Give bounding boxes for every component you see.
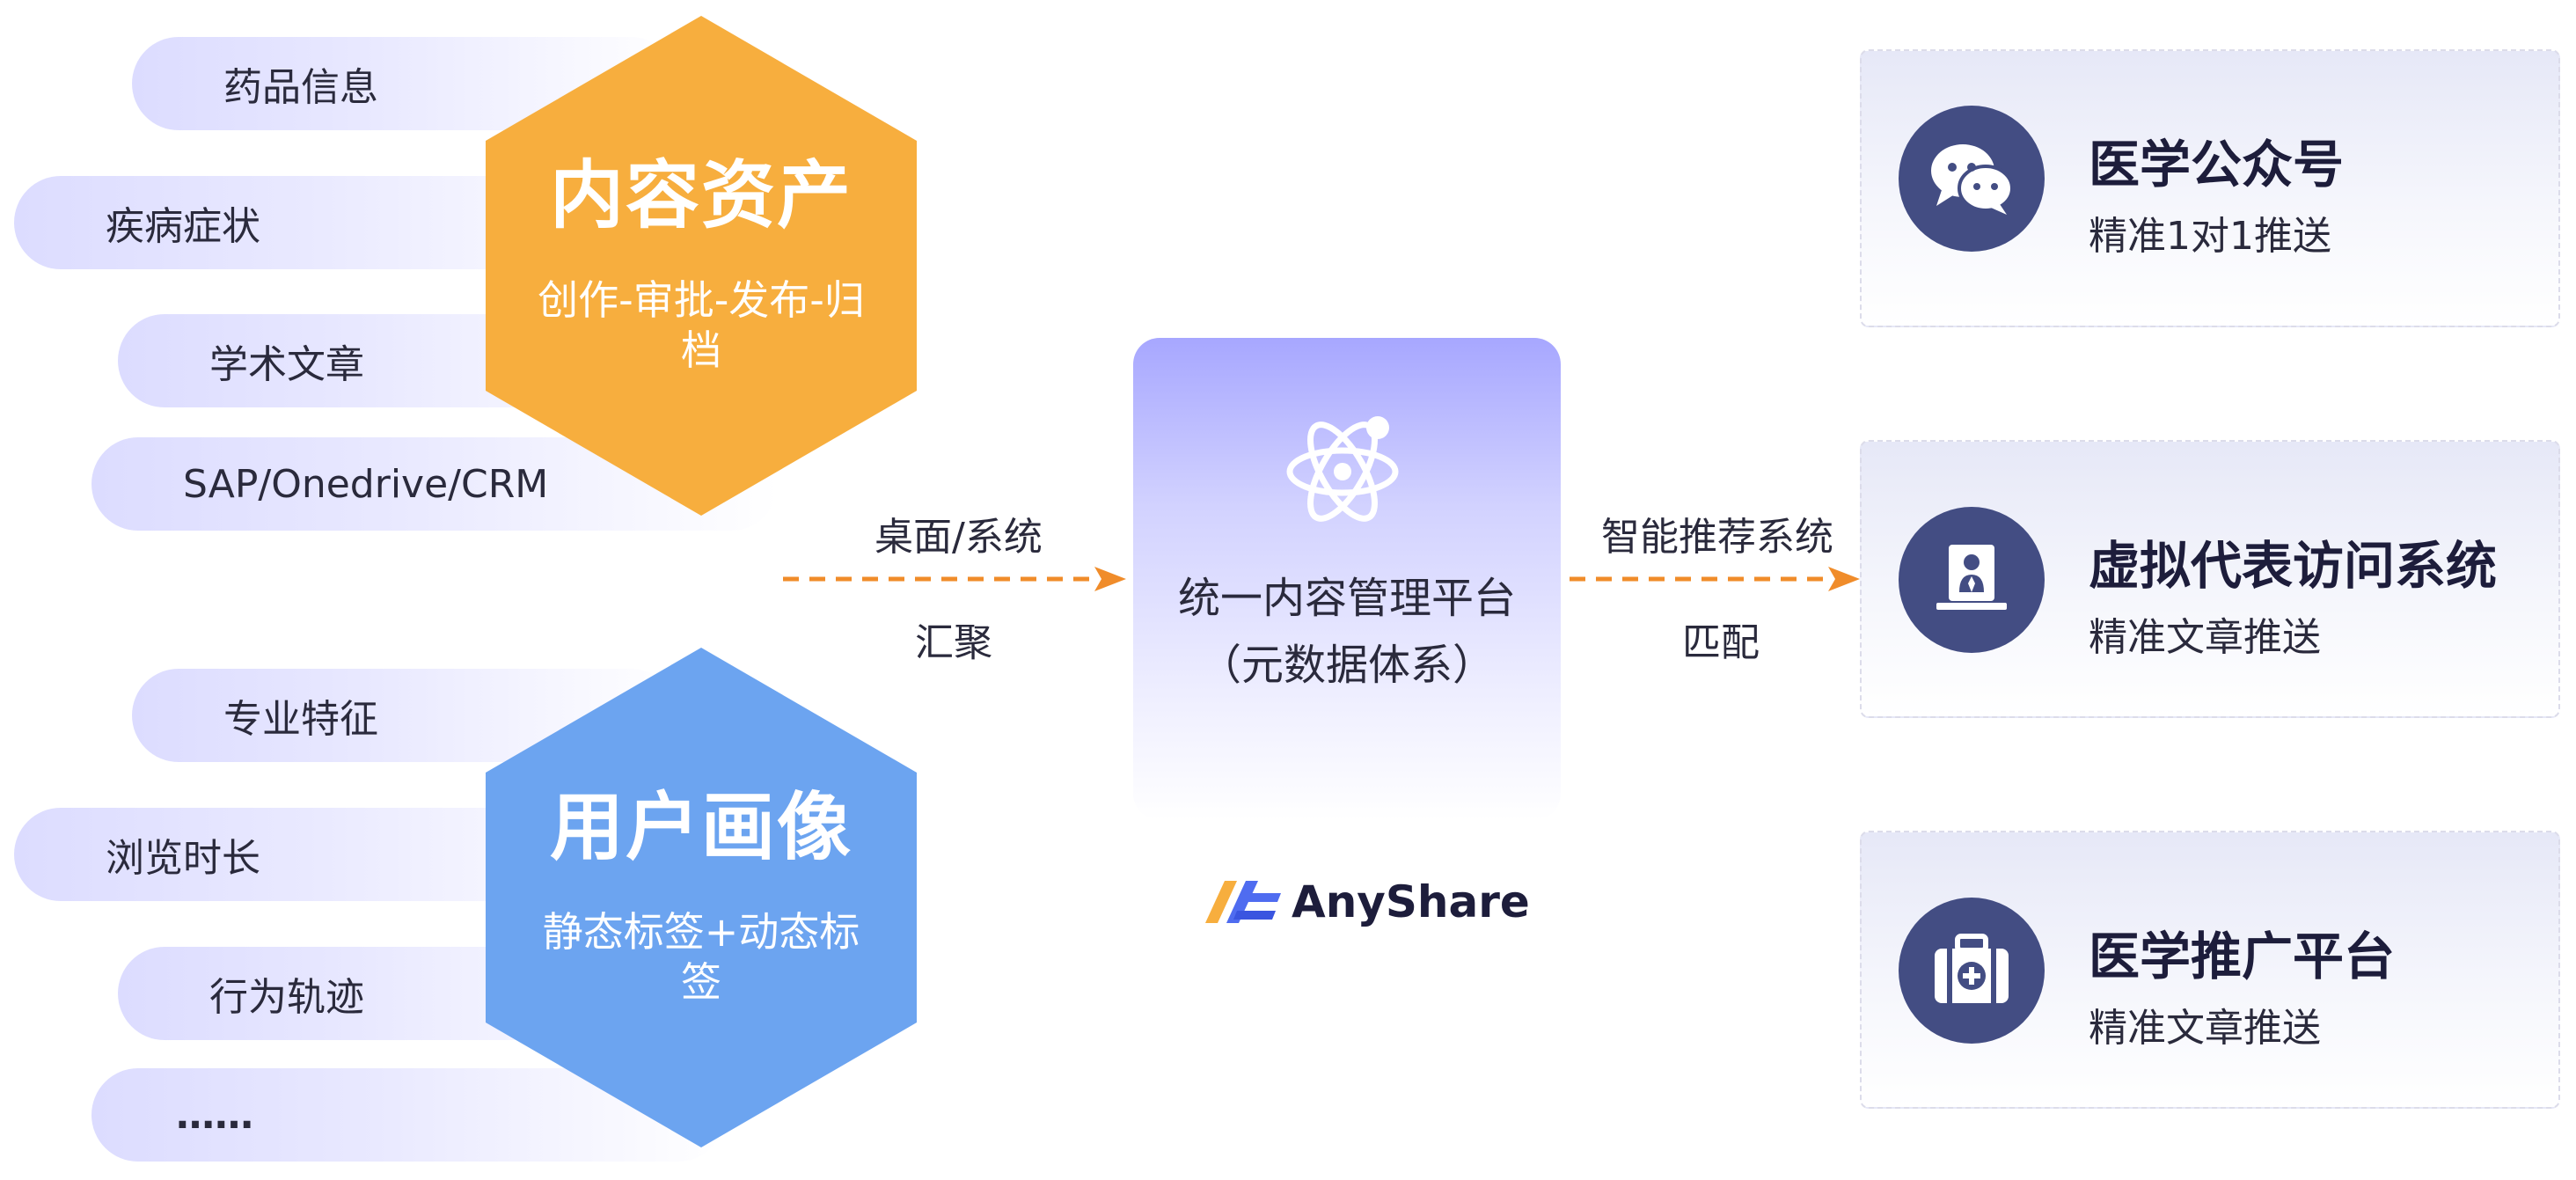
card-medical-promotion-platform: 医学推广平台 精准文章推送 (1860, 831, 2560, 1109)
card-medical-official-account: 医学公众号 精准1对1推送 (1860, 49, 2560, 327)
card-virtual-rep-system: 虚拟代表访问系统 精准文章推送 (1860, 440, 2560, 718)
user-item-label: 行为轨迹 (209, 975, 364, 1020)
content-assets-hexagon: 内容资产 创作-审批-发布-归档 (486, 16, 917, 516)
wechat-icon (1899, 106, 2045, 252)
card-title: 医学推广平台 (2089, 927, 2396, 986)
content-assets-subtitle: 创作-审批-发布-归档 (538, 275, 865, 375)
content-assets-title: 内容资产 (549, 152, 853, 239)
content-item-label: 学术文章 (209, 342, 364, 387)
user-item-label: …… (176, 1092, 253, 1138)
right-arrow-bottom-label: 匹配 (1682, 620, 1760, 665)
card-subtitle: 精准文章推送 (2089, 1006, 2321, 1051)
card-subtitle: 精准1对1推送 (2089, 214, 2331, 259)
platform-subtitle: （元数据体系） (1198, 641, 1495, 690)
card-subtitle: 精准文章推送 (2089, 615, 2321, 660)
user-item-label: 浏览时长 (106, 836, 260, 881)
right-flow-arrow (1570, 567, 1860, 591)
left-arrow-bottom-label: 汇聚 (915, 620, 992, 665)
right-arrow-top-label: 智能推荐系统 (1601, 515, 1833, 560)
user-profile-title: 用户画像 (549, 784, 853, 871)
content-item-label: 药品信息 (223, 65, 378, 110)
user-profile-subtitle: 静态标签+动态标签 (542, 907, 860, 1007)
card-title: 医学公众号 (2089, 135, 2345, 194)
content-item-label: 疾病症状 (106, 204, 260, 249)
platform-title: 统一内容管理平台 (1177, 574, 1516, 623)
anyshare-mark-icon (1205, 881, 1281, 923)
anyshare-brand-text: AnyShare (1292, 876, 1530, 927)
card-title: 虚拟代表访问系统 (2089, 536, 2498, 596)
content-item-label: SAP/Onedrive/CRM (183, 461, 549, 507)
representative-icon (1899, 507, 2045, 653)
platform-box (1133, 338, 1561, 820)
atom-icon (1286, 416, 1399, 522)
anyshare-logo: AnyShare (1205, 876, 1530, 927)
left-arrow-top-label: 桌面/系统 (875, 515, 1043, 560)
user-item-label: 专业特征 (223, 697, 378, 742)
medical-kit-icon (1899, 898, 2045, 1044)
left-flow-arrow (783, 567, 1126, 591)
